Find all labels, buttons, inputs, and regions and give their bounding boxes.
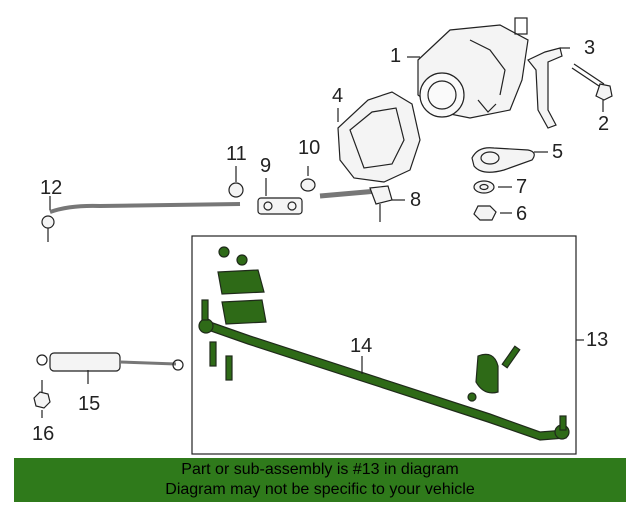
callout-16: 16 — [32, 423, 55, 445]
washer[interactable] — [473, 180, 495, 194]
callout-7: 7 — [516, 176, 528, 198]
drag-link[interactable] — [41, 202, 241, 242]
steering-damper[interactable] — [36, 352, 184, 372]
callout-1: 1 — [390, 45, 402, 67]
callout-8: 8 — [410, 189, 422, 211]
callout-6: 6 — [516, 203, 528, 225]
callout-5: 5 — [552, 141, 564, 163]
tie-rod-assembly-14[interactable] — [198, 246, 570, 441]
bolt-16[interactable] — [33, 380, 51, 409]
pitman-arm[interactable] — [471, 147, 535, 173]
callout-12: 12 — [40, 177, 63, 199]
tie-rod-end[interactable] — [319, 185, 393, 222]
info-banner-background — [14, 458, 626, 502]
callout-4: 4 — [332, 85, 344, 107]
bushing-11[interactable] — [228, 182, 244, 198]
callout-13: 13 — [586, 329, 609, 351]
steering-gear[interactable] — [417, 17, 529, 119]
subassembly-13-box[interactable] — [191, 235, 577, 455]
clamp-9[interactable] — [257, 197, 303, 215]
nut-6[interactable] — [473, 205, 497, 221]
callout-2: 2 — [598, 113, 610, 135]
info-banner: Part or sub-assembly is #13 in diagram D… — [14, 458, 626, 502]
bushing-10[interactable] — [300, 178, 316, 192]
callout-10: 10 — [298, 137, 321, 159]
callout-11: 11 — [226, 143, 247, 165]
mounting-bracket[interactable] — [527, 47, 563, 129]
callout-15: 15 — [78, 393, 101, 415]
callout-3: 3 — [584, 37, 596, 59]
callout-9: 9 — [260, 155, 272, 177]
callout-14: 14 — [350, 335, 373, 357]
bolt-2[interactable] — [571, 63, 613, 101]
banner-line-1: Part or sub-assembly is #13 in diagram — [181, 461, 459, 478]
banner-line-2: Diagram may not be specific to your vehi… — [165, 481, 475, 498]
heat-shield[interactable] — [337, 91, 421, 183]
